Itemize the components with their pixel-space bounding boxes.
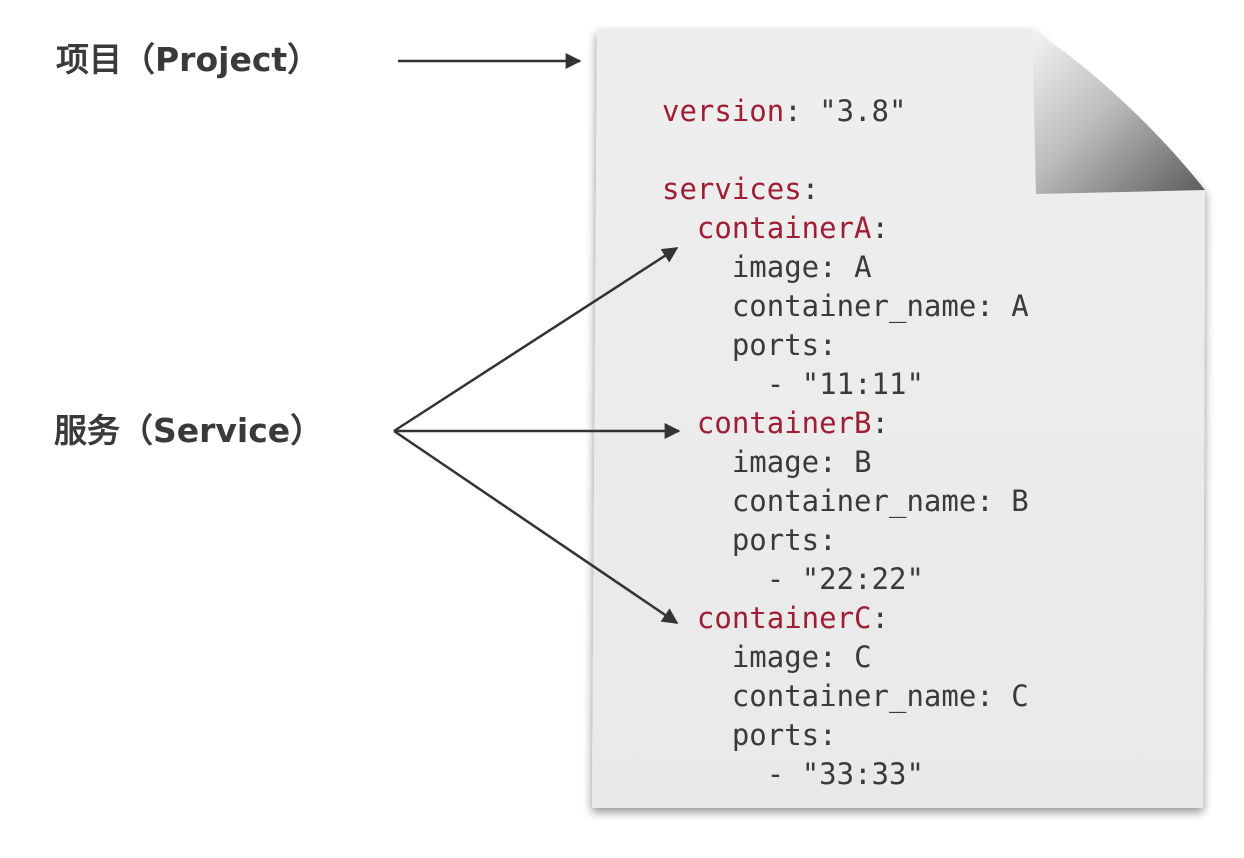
container-name-value: B [1011,484,1029,518]
port-entry-line: - "33:33" [662,757,924,791]
arrow-service-to-containerC [393,429,679,625]
folded-corner-shade [1032,30,1205,194]
ports-line: ports: [731,328,837,362]
services-key: services [662,172,802,206]
service-name: containerB [696,406,872,440]
port-entry-line: - "22:22" [662,562,924,596]
image-line: image: C [731,640,872,674]
service-label: 服务（Service） [54,411,324,450]
image-line: image: B [731,445,872,479]
image-value: C [854,640,872,674]
container-name-line: container_name: B [731,484,1029,518]
image-line: image: A [731,250,872,284]
image-key: image [731,640,820,674]
container-name-line: container_name: C [731,679,1029,713]
image-value: A [854,250,872,284]
version-value: "3.8" [819,94,907,128]
image-key: image [731,250,820,284]
container-name-key: container_name [731,484,977,518]
service-name: containerA [696,211,872,245]
arrow-service-to-containerA [393,246,679,433]
container-name-value: A [1011,289,1029,323]
port-value: "11:11" [801,367,924,401]
image-value: B [854,445,872,479]
image-key: image [731,445,820,479]
port-value: "33:33" [801,757,924,791]
service-name-line: containerA: [696,211,889,245]
service-name: containerC [696,601,872,635]
container-name-key: container_name [731,679,977,713]
compose-file-code: version: "3.8" services: containerA: ima… [662,92,1029,794]
port-entry-line: - "11:11" [662,367,924,401]
services-line: services: [662,172,820,206]
version-line: version: "3.8" [662,94,907,128]
ports-line: ports: [731,718,837,752]
ports-key: ports [731,718,820,752]
service-name-line: containerC: [696,601,889,635]
ports-key: ports [731,523,820,557]
document-sheet [592,30,1205,808]
ports-line: ports: [731,523,837,557]
container-name-value: C [1011,679,1029,713]
port-value: "22:22" [801,562,924,596]
ports-key: ports [731,328,820,362]
blank-line [662,131,1029,170]
project-label: 项目（Project） [56,40,321,79]
container-name-key: container_name [731,289,977,323]
container-name-line: container_name: A [731,289,1029,323]
service-name-line: containerB: [696,406,889,440]
version-key: version [662,94,785,128]
